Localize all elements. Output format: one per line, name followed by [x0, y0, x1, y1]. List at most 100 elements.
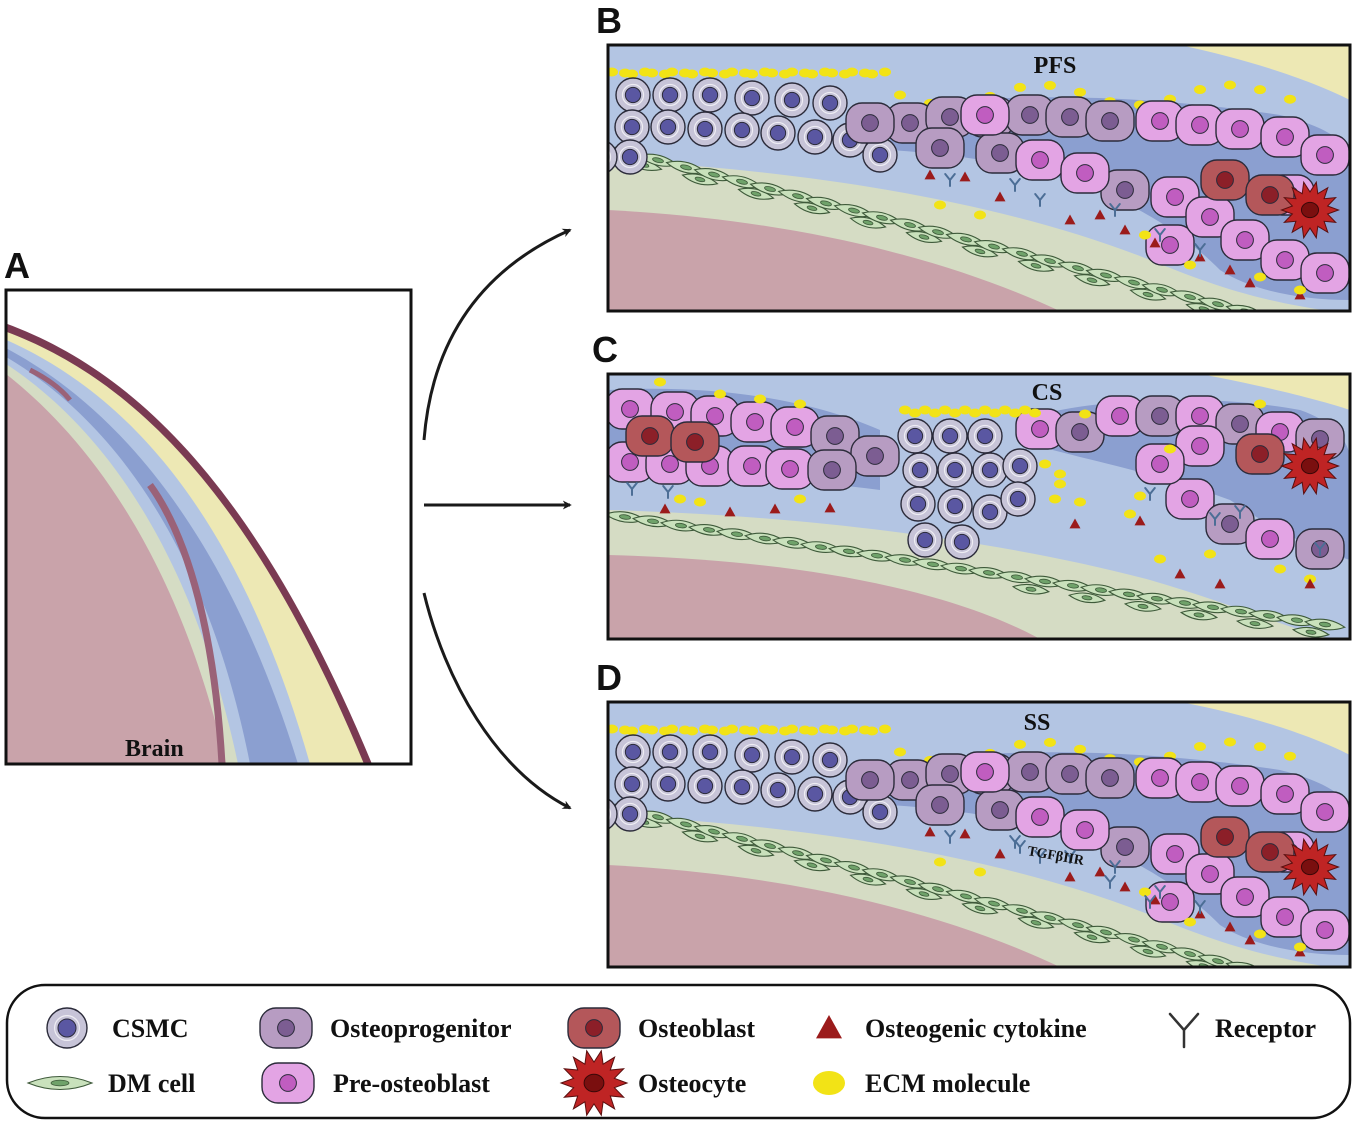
ecm-molecule: [894, 747, 906, 757]
osteoprogenitor-cell: [1100, 169, 1150, 211]
legend-cytokine-icon: [816, 1015, 842, 1039]
csmc-cell: [615, 77, 651, 113]
osteoprogenitor-cell: [807, 449, 857, 491]
ecm-molecule: [1154, 554, 1166, 564]
ecm-molecule: [794, 494, 806, 504]
csmc-cell: [612, 796, 648, 832]
osteogenic-cytokine: [1069, 518, 1081, 529]
osteoblast-cell: [670, 421, 720, 463]
osteogenic-cytokine: [1134, 515, 1146, 526]
ecm-molecule: [1254, 272, 1266, 282]
pre-osteoblast-cell: [1015, 796, 1065, 838]
csmc-cell: [812, 742, 848, 778]
ecm-molecule: [894, 90, 906, 100]
csmc-cell: [797, 119, 833, 155]
ecm-molecule: [989, 408, 1001, 418]
receptor: [1209, 512, 1221, 526]
receptor: [1234, 505, 1246, 519]
csmc-cell: [687, 111, 723, 147]
receptor: [1034, 850, 1046, 864]
ecm-molecule: [999, 405, 1011, 415]
panel-c: C CS: [592, 329, 1352, 641]
pre-osteoblast-cell: [960, 751, 1010, 793]
legend-dm-icon: [26, 1076, 94, 1090]
csmc-cell: [932, 418, 968, 454]
ecm-molecule: [1014, 82, 1026, 92]
ecm-molecule: [919, 405, 931, 415]
ecm-molecule: [939, 405, 951, 415]
ecm-molecule: [674, 494, 686, 504]
ecm-molecule: [934, 857, 946, 867]
panel-d-letter: D: [596, 657, 622, 698]
csmc-cell: [937, 488, 973, 524]
pre-osteoblast-cell: [1300, 134, 1350, 176]
osteoprogenitor-cell: [1005, 94, 1055, 136]
osteogenic-cytokine: [924, 169, 936, 180]
legend-csmc: CSMC: [112, 1014, 189, 1043]
pre-osteoblast-cell: [1300, 909, 1350, 951]
dm-cell: [961, 245, 999, 258]
dm-cell: [849, 873, 887, 886]
osteogenic-cytokine: [1149, 237, 1161, 248]
osteogenic-cytokine: [1094, 209, 1106, 220]
pre-osteoblast-cell: [1145, 224, 1195, 266]
pre-osteoblast-cell: [1260, 116, 1310, 158]
osteogenic-cytokine: [959, 171, 971, 182]
ecm-molecule: [1184, 917, 1196, 927]
panel-b-title: PFS: [1034, 53, 1077, 79]
csmc-cell: [972, 494, 1008, 530]
ecm-molecule: [786, 67, 798, 77]
ecm-molecule: [1074, 744, 1086, 754]
ecm-molecule: [746, 726, 758, 736]
dm-cell: [1017, 259, 1055, 272]
ecm-molecule: [979, 405, 991, 415]
receptor: [1144, 487, 1156, 501]
legend-ecm: ECM molecule: [865, 1069, 1030, 1098]
csmc-cell: [608, 798, 618, 830]
ecm-molecule: [706, 725, 718, 735]
csmc-cell: [797, 776, 833, 812]
ecm-molecule: [1134, 491, 1146, 501]
dm-cell: [1073, 274, 1111, 287]
csmc-cell: [692, 77, 728, 113]
legend-preosteoblast: Pre-osteoblast: [333, 1069, 490, 1098]
ecm-molecule: [1079, 409, 1091, 419]
dm-cell: [1067, 592, 1107, 604]
pre-osteoblast-cell: [1060, 152, 1110, 194]
legend-osteocyte: Osteocyte: [638, 1069, 746, 1098]
dm-cell: [793, 859, 831, 872]
osteocyte-cell: [1280, 837, 1340, 897]
dm-cell: [905, 230, 943, 244]
ecm-molecule: [959, 405, 971, 415]
osteoblast-cell: [1200, 159, 1250, 201]
pre-osteoblast-cell: [770, 406, 820, 448]
csmc-cell: [944, 524, 980, 560]
ecm-molecule: [1019, 405, 1031, 415]
csmc-cell: [774, 82, 810, 118]
osteoprogenitor-cell: [850, 435, 900, 477]
ecm-molecule: [1164, 444, 1176, 454]
ecm-molecule: [666, 724, 678, 734]
osteogenic-cytokine: [1064, 214, 1076, 225]
osteoblast-cell: [625, 415, 675, 457]
osteogenic-cytokine: [1244, 934, 1256, 945]
csmc-cell: [902, 452, 938, 488]
legend-osteoprogenitor-icon: [259, 1007, 313, 1049]
ecm-molecule: [866, 69, 878, 79]
osteoprogenitor-cell: [915, 784, 965, 826]
ecm-molecule: [1254, 399, 1266, 409]
osteogenic-cytokine: [994, 848, 1006, 859]
csmc-cell: [900, 486, 936, 522]
receptor: [1014, 840, 1026, 854]
ecm-molecule: [754, 394, 766, 404]
osteogenic-cytokine: [1149, 894, 1161, 905]
dm-cell: [905, 887, 943, 901]
receptor: [1314, 542, 1326, 556]
csmc-cell: [760, 115, 796, 151]
arrow-to-d: [422, 592, 572, 810]
ecm-molecule: [1254, 742, 1266, 752]
csmc-cell: [614, 109, 650, 145]
osteogenic-cytokine: [659, 503, 671, 514]
ecm-molecule: [899, 405, 911, 415]
ecm-molecule: [706, 68, 718, 78]
